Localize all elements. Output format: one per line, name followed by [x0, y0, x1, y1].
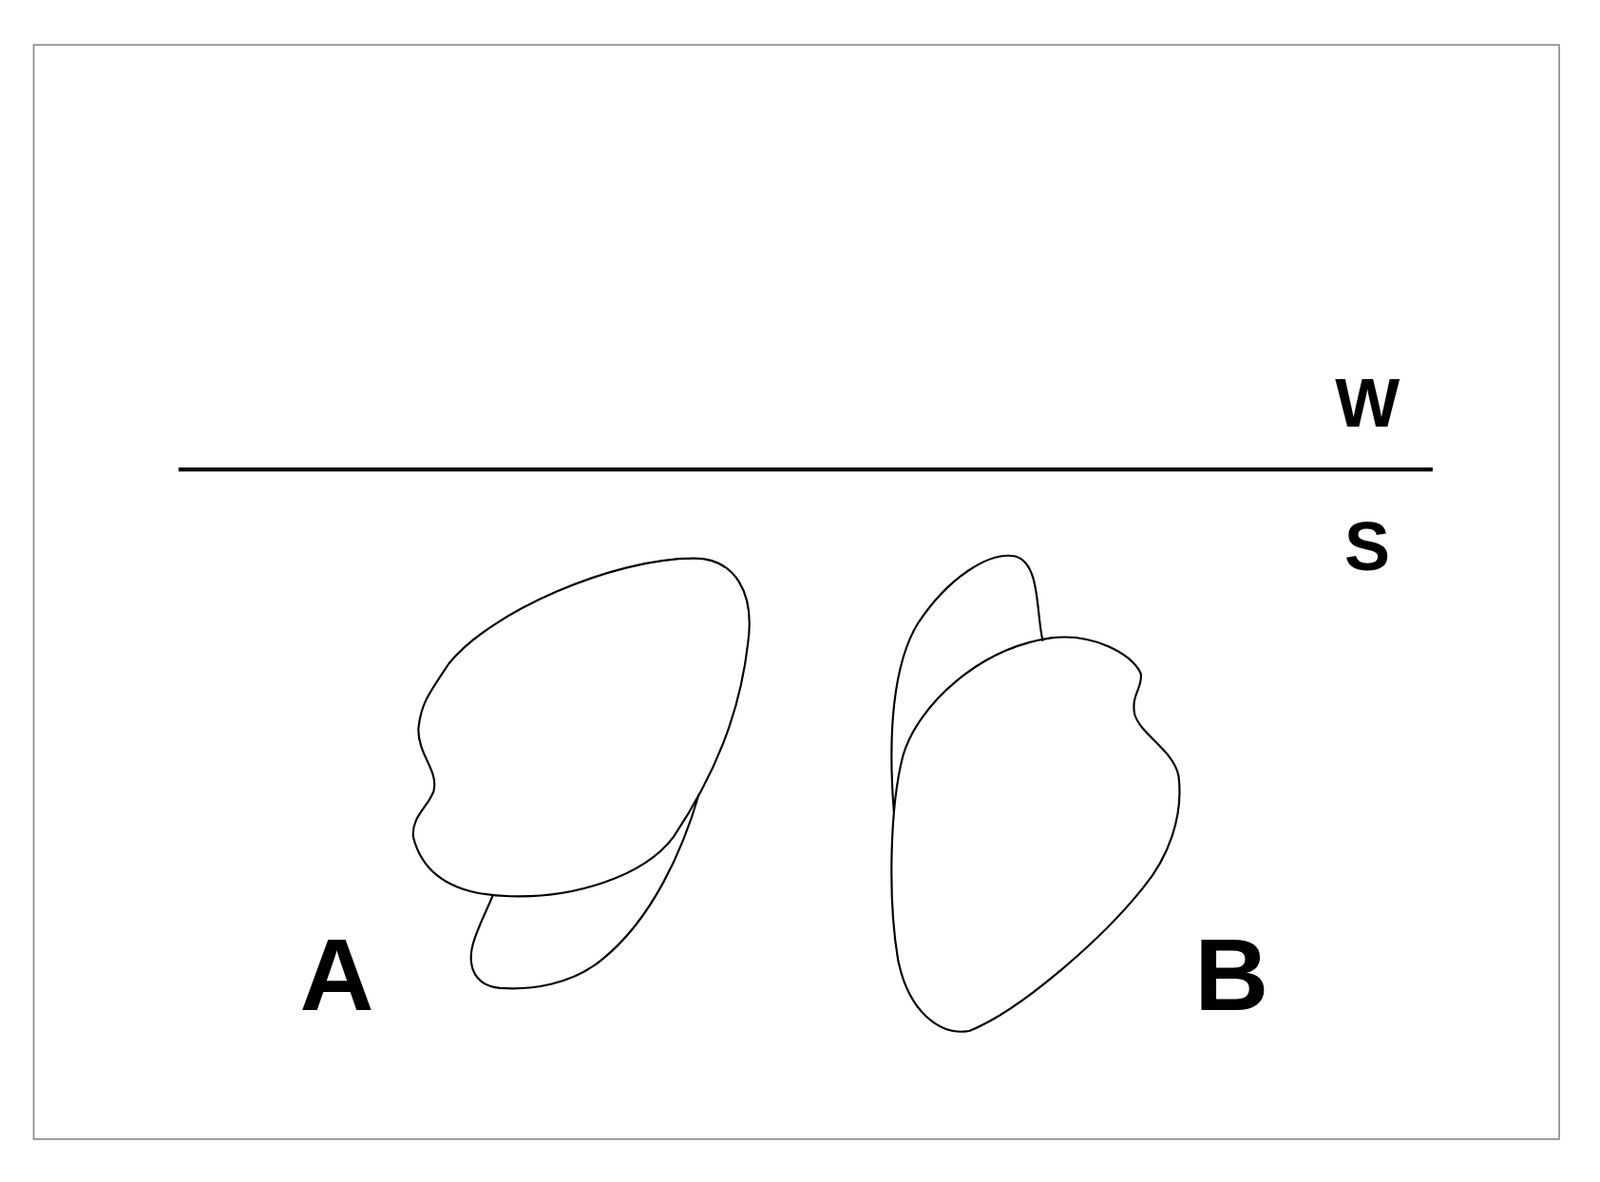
- shell-b: [891, 637, 1180, 1032]
- panel-label: B: [1194, 923, 1269, 1027]
- zone-label: W: [1334, 368, 1400, 438]
- shell-a: [413, 558, 750, 897]
- zone-label: S: [1344, 512, 1391, 581]
- shell-b-back-valve: [891, 555, 1043, 812]
- shell-a-lower-valve: [471, 794, 700, 990]
- water-sediment-line: [178, 467, 1433, 472]
- panel-label: A: [299, 923, 374, 1027]
- frame: [33, 44, 1560, 1140]
